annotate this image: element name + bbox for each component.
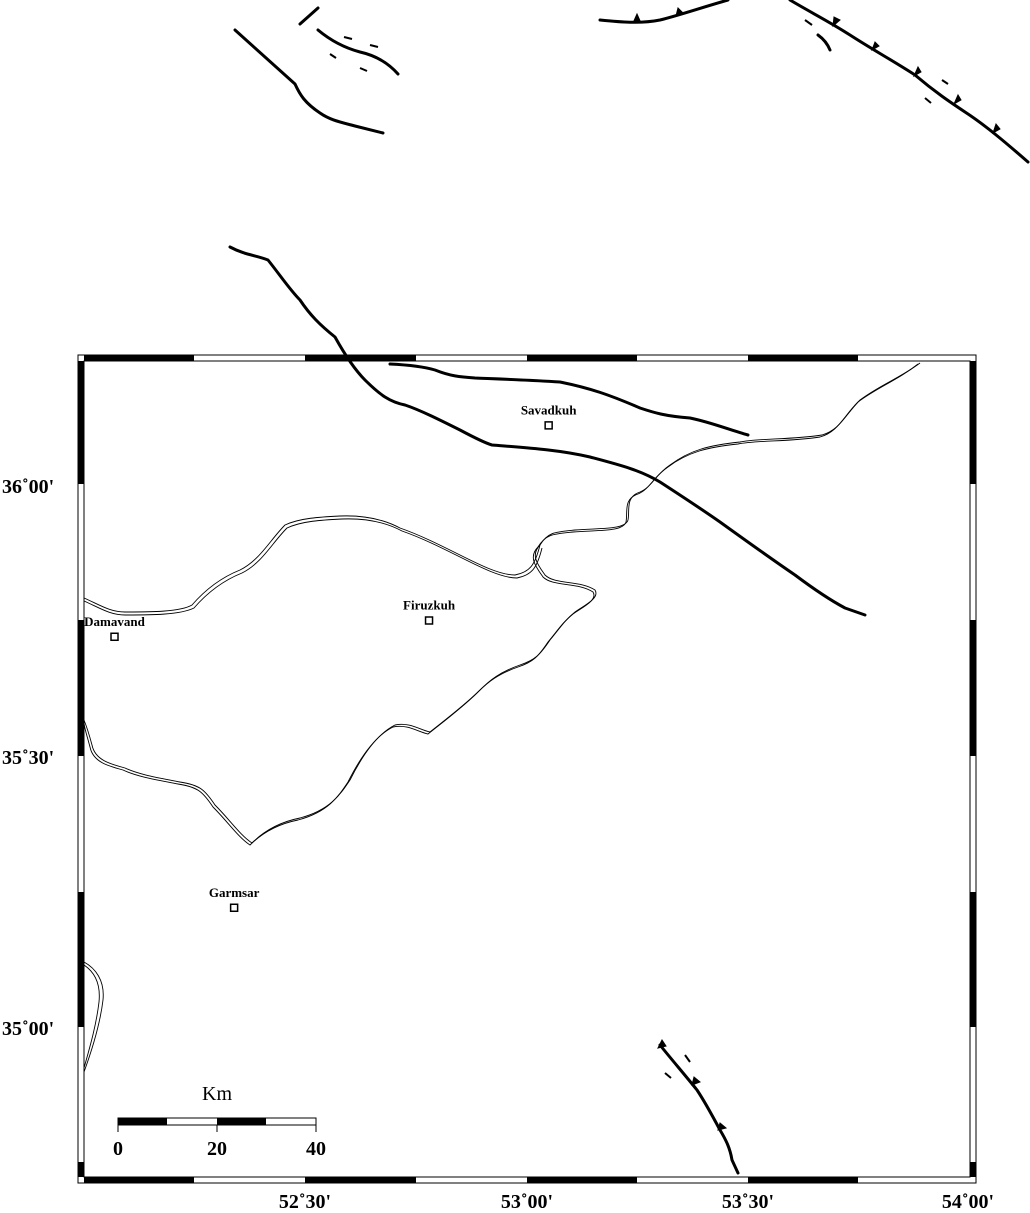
scale-bar: Km 0 20 40 — [113, 1083, 326, 1160]
y-tick-label: 35˚30' — [2, 747, 54, 769]
scale-bar-label: 0 — [113, 1138, 123, 1160]
scale-segment — [217, 1118, 266, 1125]
city-label: Damavand — [84, 614, 145, 629]
city-label: Garmsar — [209, 885, 260, 900]
city-marker — [110, 632, 119, 642]
city-marker — [424, 616, 434, 625]
y-tick-label: 35˚00' — [2, 1018, 54, 1040]
scale-segment — [118, 1118, 167, 1125]
fault-markers — [329, 7, 1001, 1131]
x-tick-label: 53˚30' — [722, 1191, 774, 1213]
x-tick-label: 54˚00' — [942, 1191, 994, 1213]
scale-bar-label: 20 — [207, 1138, 227, 1160]
x-axis-labels: 52˚30' 53˚00' 53˚30' 54˚00' — [279, 1191, 994, 1213]
scale-bar-label: 40 — [306, 1138, 326, 1160]
city-label: Savadkuh — [521, 402, 577, 417]
frame-border-dashes — [78, 355, 976, 1183]
y-tick-label: 36˚00' — [2, 476, 54, 498]
map-frame — [77, 354, 977, 1184]
fault-lines — [228, 0, 1030, 1175]
city-marker — [544, 421, 553, 430]
city-marker — [229, 903, 239, 913]
x-tick-label: 53˚00' — [501, 1191, 553, 1213]
map-inner-frame — [83, 360, 971, 1178]
scale-bar-title: Km — [202, 1083, 232, 1105]
city-label: Firuzkuh — [403, 598, 456, 613]
y-axis-labels: 36˚00' 35˚30' 35˚00' — [2, 476, 54, 1040]
x-tick-label: 52˚30' — [279, 1191, 331, 1213]
boundary-outline — [83, 362, 921, 1073]
